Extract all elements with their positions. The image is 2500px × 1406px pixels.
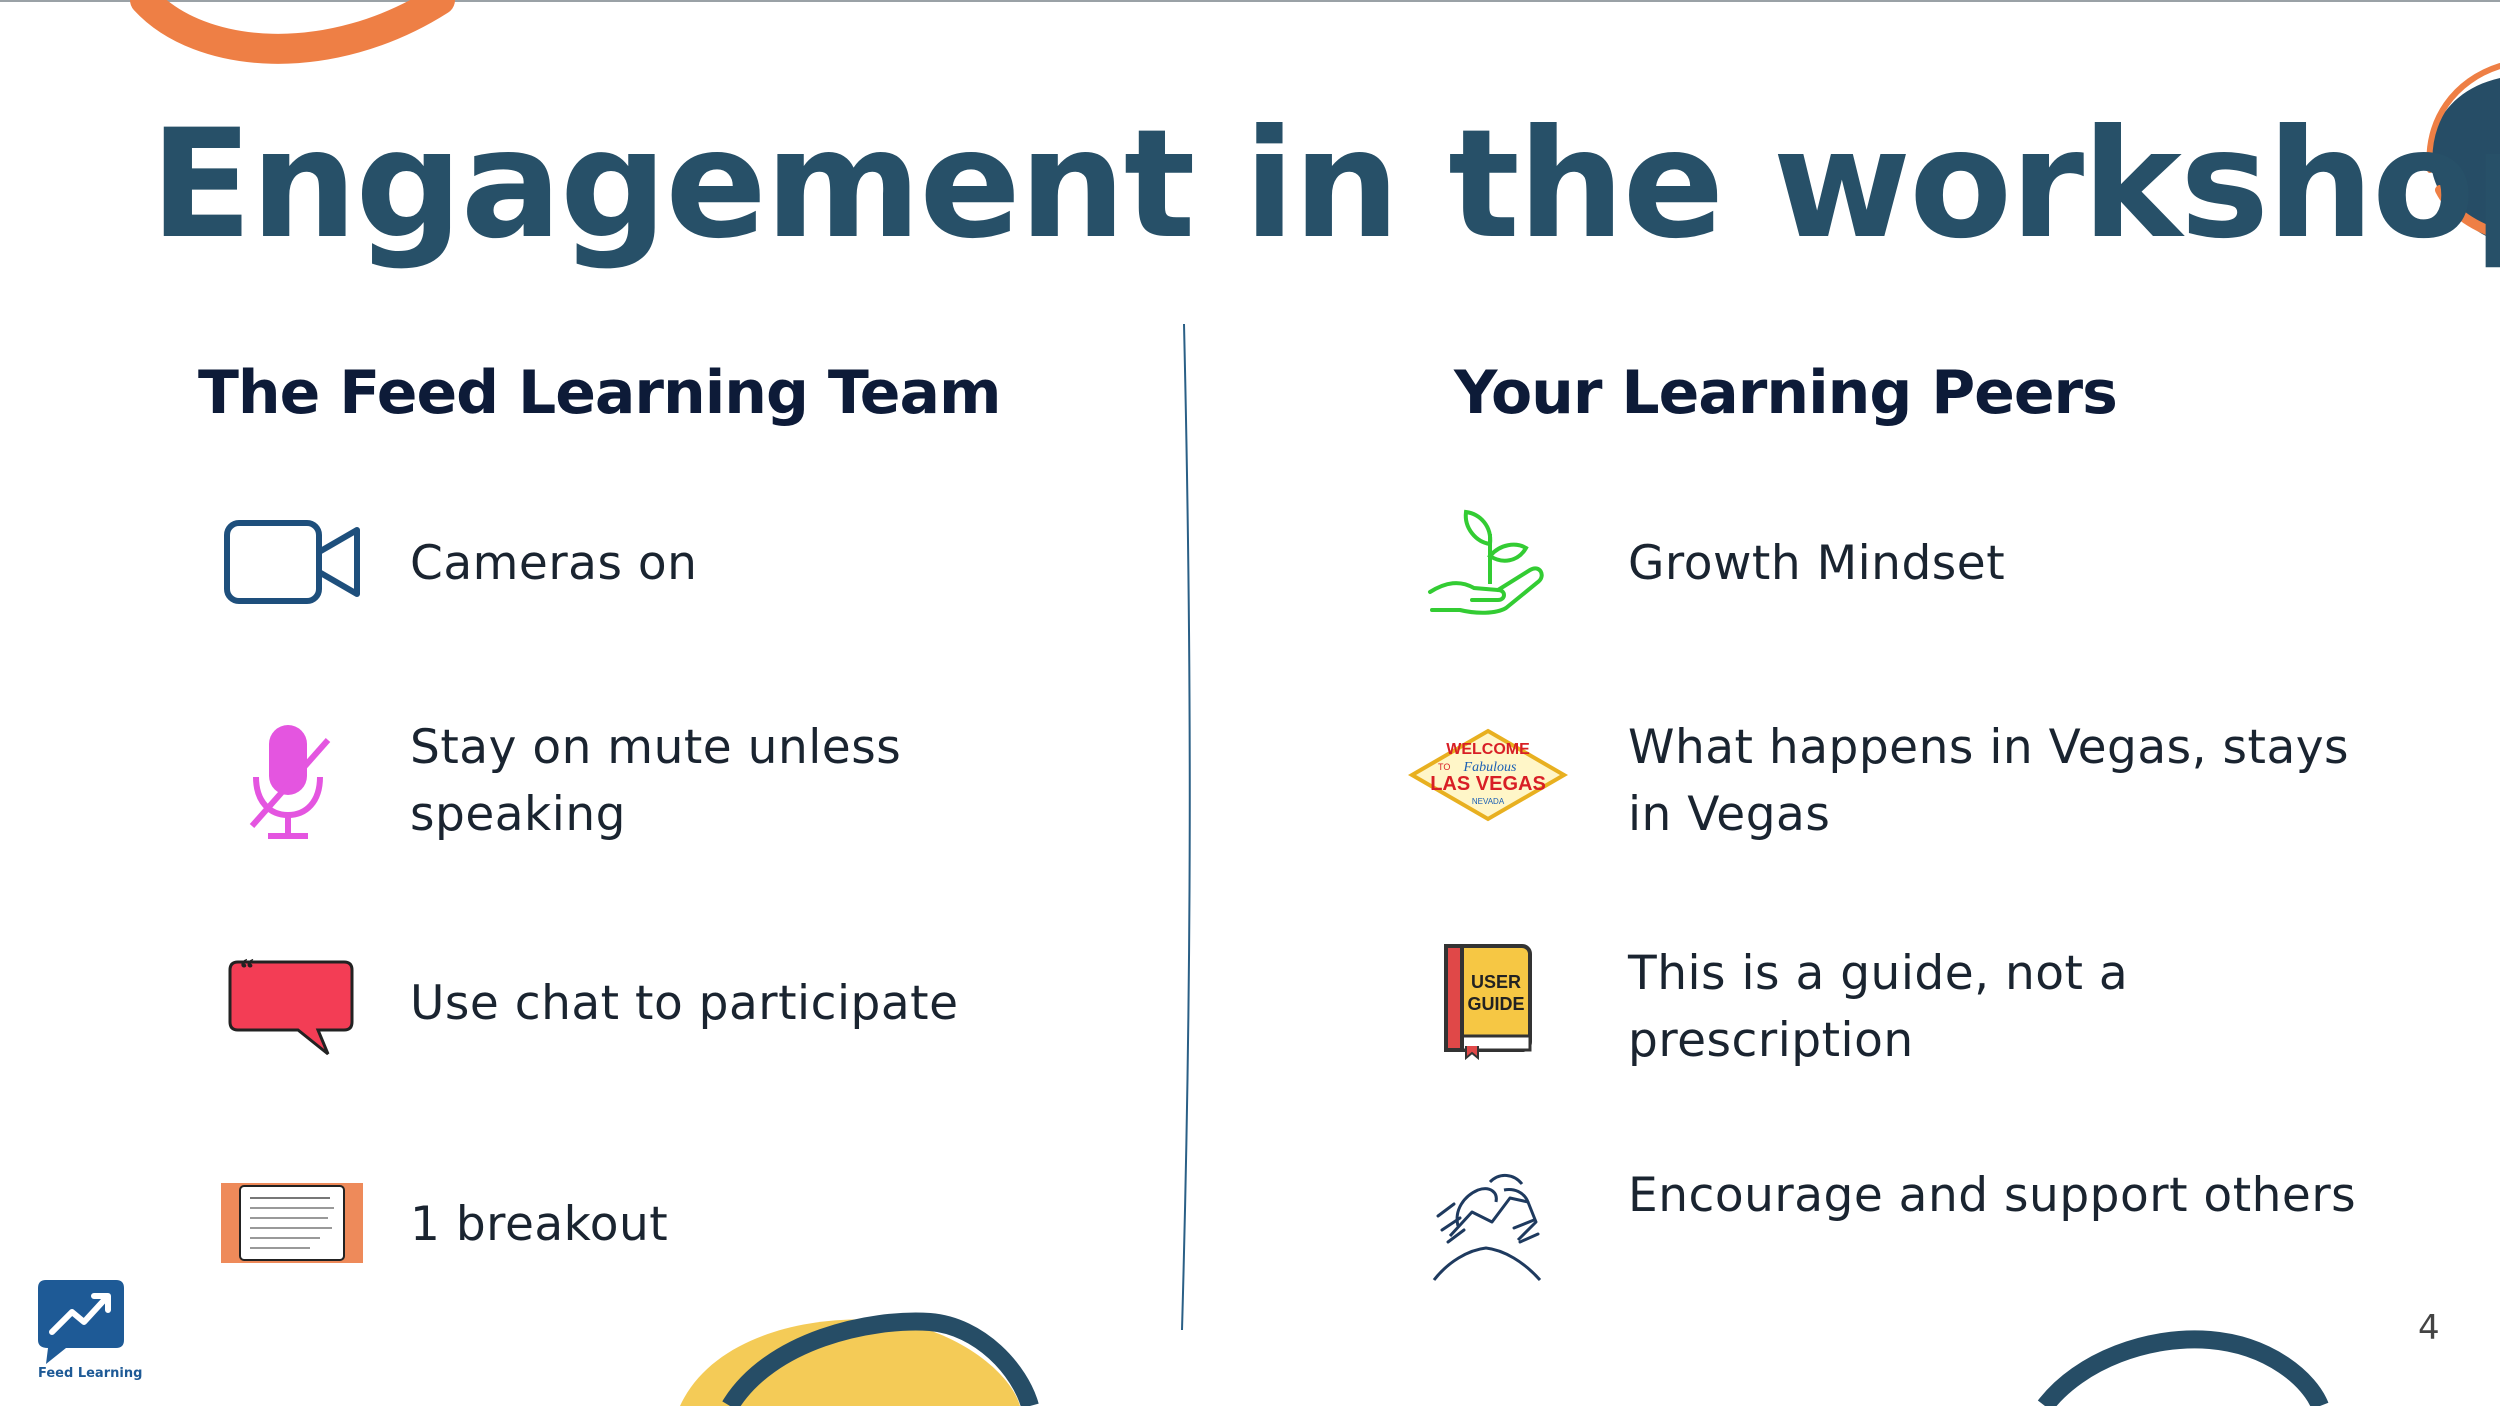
muted-microphone-icon <box>249 725 331 839</box>
left-item-2-text: Stay on mute unless speaking <box>410 720 902 842</box>
svg-text:“: “ <box>240 954 254 985</box>
vegas-sign-to: TO <box>1438 762 1450 772</box>
vegas-sign-welcome: WELCOME <box>1446 741 1530 758</box>
vegas-sign-nevada: NEVADA <box>1472 797 1505 806</box>
right-item-4-text: Encourage and support others <box>1628 1168 2357 1223</box>
video-camera-icon <box>224 520 360 604</box>
column-divider <box>1181 323 1191 1331</box>
vegas-sign-las-vegas: LAS VEGAS <box>1430 773 1546 795</box>
left-column-heading: The Feed Learning Team <box>198 358 1002 428</box>
feed-learning-logo-icon <box>38 1280 124 1364</box>
user-guide-book-icon: USER GUIDE <box>1444 944 1532 1060</box>
handshake-icon <box>1432 1174 1542 1281</box>
chat-bubble-icon: “ <box>228 954 354 1056</box>
left-item-4-text: 1 breakout <box>410 1197 669 1252</box>
right-column-heading: Your Learning Peers <box>1454 358 2118 428</box>
page-number: 4 <box>2418 1308 2440 1348</box>
left-item-1-text: Cameras on <box>410 536 698 591</box>
slide-title: Engagement in the workshop <box>150 98 2500 272</box>
top-border-line <box>0 0 2500 2</box>
logo-label: Feed Learning <box>38 1366 143 1381</box>
book-text-user: USER <box>1471 972 1521 992</box>
sprouting-plant-hand-icon <box>1428 509 1544 615</box>
right-item-2-text: What happens in Vegas, stays in Vegas <box>1628 720 2350 842</box>
vegas-sign-fabulous: Fabulous <box>1463 760 1517 775</box>
las-vegas-sign-icon: WELCOME TO Fabulous LAS VEGAS NEVADA <box>1408 728 1568 822</box>
right-item-1-text: Growth Mindset <box>1628 536 2006 591</box>
breakout-card-icon <box>221 1183 363 1263</box>
left-item-3-text: Use chat to participate <box>410 976 959 1031</box>
right-item-3-text: This is a guide, not a prescription <box>1628 946 2129 1068</box>
book-text-guide: GUIDE <box>1467 994 1524 1014</box>
